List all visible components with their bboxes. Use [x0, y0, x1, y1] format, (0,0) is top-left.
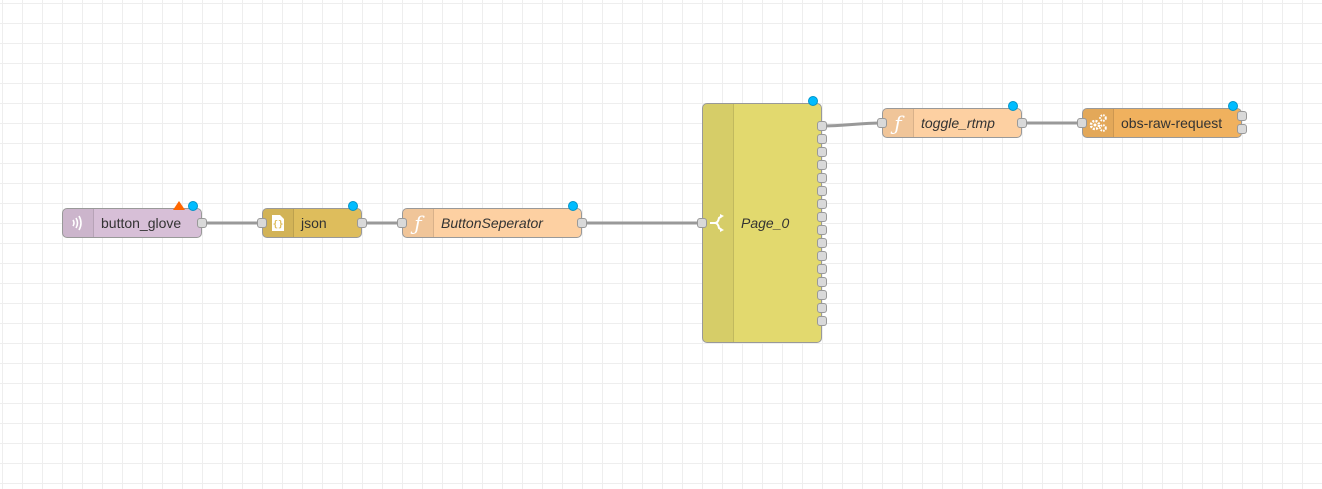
output-port[interactable]	[817, 264, 827, 274]
node-label: Page_0	[741, 215, 790, 231]
input-port[interactable]	[877, 118, 887, 128]
output-port[interactable]	[817, 160, 827, 170]
changed-indicator	[1228, 101, 1238, 111]
node-page-0-switch[interactable]: Page_0	[697, 96, 827, 343]
json-braces-icon: {}	[263, 209, 294, 237]
output-port[interactable]	[1017, 118, 1027, 128]
output-port[interactable]	[1237, 124, 1247, 134]
input-port[interactable]	[1077, 118, 1087, 128]
node-button-seperator[interactable]: ƒ ButtonSeperator	[397, 201, 587, 238]
changed-indicator	[808, 96, 818, 106]
changed-indicator	[348, 201, 358, 211]
output-port[interactable]	[357, 218, 367, 228]
changed-indicator	[568, 201, 578, 211]
output-port[interactable]	[817, 316, 827, 326]
output-port[interactable]	[817, 134, 827, 144]
node-toggle-rtmp[interactable]: ƒ toggle_rtmp	[877, 101, 1027, 138]
output-port[interactable]	[817, 199, 827, 209]
output-port[interactable]	[817, 121, 827, 131]
node-label: toggle_rtmp	[921, 115, 995, 131]
wireless-icon	[63, 209, 94, 237]
warning-icon	[173, 201, 185, 210]
output-port[interactable]	[817, 212, 827, 222]
gears-icon	[1083, 109, 1114, 137]
output-port[interactable]	[197, 218, 207, 228]
output-port[interactable]	[817, 173, 827, 183]
input-port[interactable]	[397, 218, 407, 228]
output-port[interactable]	[577, 218, 587, 228]
changed-indicator	[1008, 101, 1018, 111]
output-port[interactable]	[817, 251, 827, 261]
node-button-glove[interactable]: button_glove	[62, 201, 207, 238]
input-port[interactable]	[257, 218, 267, 228]
output-port[interactable]	[817, 147, 827, 157]
node-label: obs-raw-request	[1121, 115, 1223, 131]
output-port[interactable]	[817, 303, 827, 313]
node-label: json	[301, 215, 327, 231]
wire-Page_0-to-toggle_rtmp[interactable]	[821, 121, 883, 128]
output-port[interactable]	[1237, 111, 1247, 121]
node-label: button_glove	[101, 215, 182, 231]
svg-text:{}: {}	[273, 220, 284, 230]
changed-indicator	[188, 201, 198, 211]
function-icon: ƒ	[883, 109, 914, 137]
node-label: ButtonSeperator	[441, 215, 543, 231]
output-port[interactable]	[817, 290, 827, 300]
switch-icon	[703, 104, 734, 342]
output-port[interactable]	[817, 225, 827, 235]
node-obs-raw-request[interactable]: obs-raw-request	[1077, 101, 1247, 138]
output-port[interactable]	[817, 238, 827, 248]
output-port[interactable]	[817, 277, 827, 287]
node-json[interactable]: {} json	[257, 201, 367, 238]
input-port[interactable]	[697, 218, 707, 228]
output-port[interactable]	[817, 186, 827, 196]
function-icon: ƒ	[403, 209, 434, 237]
